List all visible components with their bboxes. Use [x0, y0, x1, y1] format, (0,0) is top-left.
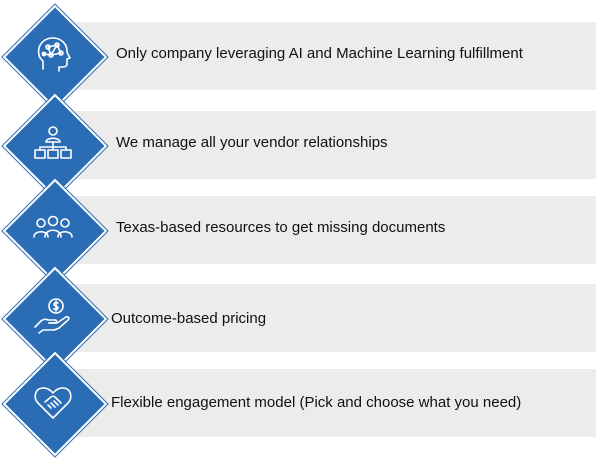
hand-dollar-icon [31, 295, 75, 339]
feature-label: Outcome-based pricing [111, 310, 267, 327]
feature-bar [60, 196, 596, 264]
team-icon [31, 207, 75, 251]
brain-head-icon [31, 33, 75, 77]
feature-bar [60, 111, 596, 179]
feature-label: Texas-based resources to get missing doc… [116, 219, 446, 236]
feature-bar [60, 22, 596, 90]
heart-handshake-icon [31, 380, 75, 424]
feature-label: Flexible engagement model (Pick and choo… [111, 394, 522, 411]
feature-bar [60, 284, 596, 352]
feature-bar [60, 369, 596, 437]
org-chart-icon [31, 122, 75, 166]
feature-label: Only company leveraging AI and Machine L… [116, 45, 523, 62]
feature-label: We manage all your vendor relationships [116, 134, 388, 151]
